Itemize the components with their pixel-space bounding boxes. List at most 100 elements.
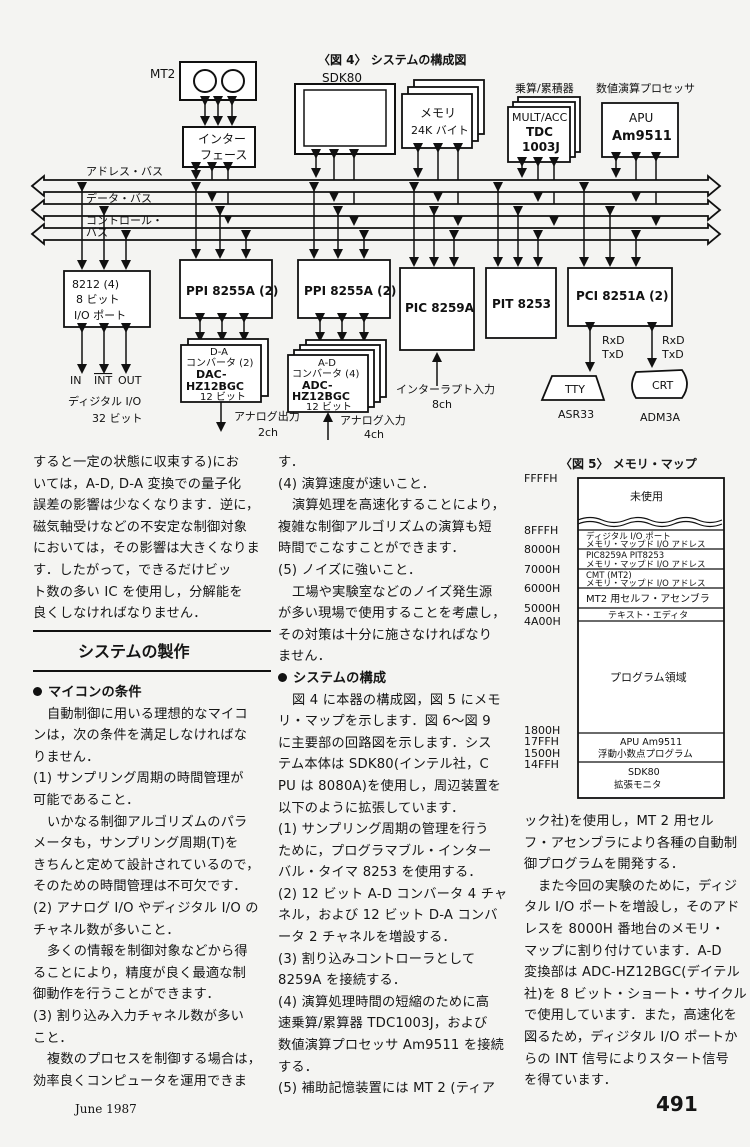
apu-box <box>601 102 679 158</box>
interface-box <box>182 126 256 168</box>
data-bus <box>30 198 722 222</box>
svg-text:APU: APU <box>629 111 653 125</box>
footer-date: June 1987 <box>75 1102 137 1116</box>
svg-text:アナログ入力: アナログ入力 <box>340 413 406 427</box>
adc-box <box>287 354 369 413</box>
dac-box <box>180 344 262 403</box>
page-number: 491 <box>656 1092 698 1116</box>
column-1: すると一定の状態に収束する)にお いては，A-D, D-A 変換での量子化 誤差… <box>33 455 260 622</box>
svg-text:4A00H: 4A00H <box>524 615 561 628</box>
fig5-caption: 〈図 5〉 メモリ・マップ <box>560 457 697 471</box>
svg-text:ADC-: ADC- <box>302 379 333 392</box>
digital-io-label: ディジタル I/O <box>68 394 141 408</box>
svg-text:24K バイト: 24K バイト <box>411 124 469 137</box>
section-heading: システムの製作 <box>78 642 190 661</box>
svg-text:PIT 8253: PIT 8253 <box>492 297 551 311</box>
svg-text:INT: INT <box>94 374 112 387</box>
system-diagram: 〈図 4〉 システムの構成図 MT2 インター フェース SDK80 メモリ 2… <box>30 52 722 441</box>
svg-text:I/O ポート: I/O ポート <box>74 309 126 322</box>
svg-text:テキスト・エディタ: テキスト・エディタ <box>608 609 688 621</box>
svg-text:APU Am9511: APU Am9511 <box>620 737 682 748</box>
control-bus <box>30 222 722 246</box>
svg-text:PIC8259A PIT8253: PIC8259A PIT8253 <box>586 551 664 561</box>
svg-text:アナログ出力: アナログ出力 <box>234 409 300 423</box>
svg-text:32 ビット: 32 ビット <box>92 412 143 425</box>
sdk80-label: SDK80 <box>322 71 362 85</box>
svg-text:インター: インター <box>198 132 246 146</box>
svg-text:Am9511: Am9511 <box>612 129 672 144</box>
svg-text:DAC-: DAC- <box>196 368 227 381</box>
svg-text:1003J: 1003J <box>522 140 560 154</box>
crt-terminal <box>631 369 688 399</box>
subsection-mcu-conditions: マイコンの条件 <box>48 685 142 700</box>
subsection-system-config: システムの構成 <box>293 670 387 686</box>
svg-text:TxD: TxD <box>601 348 624 361</box>
svg-text:ディジタル I/O ポート: ディジタル I/O ポート <box>586 531 671 542</box>
svg-text:1500H: 1500H <box>524 747 560 760</box>
svg-text:メモリ: メモリ <box>420 106 456 120</box>
column-1-body: マイコンの条件 自動制御に用いる理想的なマイコ ンは，次の条件を満足しなければな… <box>33 685 262 1089</box>
svg-text:PIC 8259A: PIC 8259A <box>405 301 475 315</box>
svg-text:1800H: 1800H <box>524 724 560 737</box>
svg-text:14FFH: 14FFH <box>524 758 559 771</box>
svg-text:FFFFH: FFFFH <box>524 472 558 485</box>
svg-text:IN: IN <box>70 374 81 387</box>
svg-text:MT2 用セルフ・アセンブラ: MT2 用セルフ・アセンブラ <box>586 592 710 605</box>
svg-text:CMT (MT2): CMT (MT2) <box>586 571 632 581</box>
section-rule-top <box>33 630 271 632</box>
svg-text:8ch: 8ch <box>432 398 452 411</box>
svg-text:TDC: TDC <box>526 125 553 139</box>
svg-text:ADM3A: ADM3A <box>640 411 680 424</box>
svg-text:MULT/ACC: MULT/ACC <box>512 111 568 124</box>
svg-text:12 ビット: 12 ビット <box>306 401 352 413</box>
column-2: す． (4) 演算速度が速いこと． 演算処理を高速化することにより， 複雑な制御… <box>278 455 508 1097</box>
memory-box <box>401 93 473 149</box>
svg-text:2ch: 2ch <box>258 426 278 439</box>
pci-8251a-box <box>567 267 673 327</box>
svg-text:TxD: TxD <box>661 348 684 361</box>
address-bus <box>30 174 722 198</box>
svg-text:データ・バス: データ・バス <box>86 191 152 205</box>
mult-box <box>507 106 571 163</box>
svg-text:4ch: 4ch <box>364 428 384 441</box>
svg-text:ASR33: ASR33 <box>558 408 594 421</box>
svg-text:5000H: 5000H <box>524 602 560 615</box>
svg-text:メモリ・マップド I/O アドレス: メモリ・マップド I/O アドレス <box>586 540 705 550</box>
svg-text:拡張モニタ: 拡張モニタ <box>614 779 662 791</box>
svg-text:OUT: OUT <box>118 374 142 387</box>
svg-text:8000H: 8000H <box>524 543 560 556</box>
mult-header: 乗算/累積器 <box>515 81 574 95</box>
sdk80-monitor <box>294 83 396 155</box>
svg-text:8212 (4): 8212 (4) <box>72 278 119 291</box>
svg-text:フェース: フェース <box>200 148 247 162</box>
svg-text:D-A: D-A <box>210 347 228 358</box>
column-3: ック社)を使用し，MT 2 用セル フ・アセンブラにより各種の自動制 御プログラ… <box>524 814 747 1089</box>
fig4-caption: 〈図 4〉 システムの構成図 <box>318 52 466 67</box>
svg-text:PPI 8255A (2): PPI 8255A (2) <box>186 284 278 298</box>
svg-text:6000H: 6000H <box>524 582 560 595</box>
svg-text:浮動小数点プログラム: 浮動小数点プログラム <box>598 748 693 760</box>
svg-text:CRT: CRT <box>652 379 674 392</box>
svg-text:PCI 8251A (2): PCI 8251A (2) <box>576 289 668 303</box>
svg-text:TTY: TTY <box>564 383 585 396</box>
svg-text:PPI 8255A (2): PPI 8255A (2) <box>304 284 396 298</box>
svg-text:インターラプト入力: インターラプト入力 <box>396 383 495 396</box>
svg-text:アドレス・バス: アドレス・バス <box>86 165 163 178</box>
svg-text:12 ビット: 12 ビット <box>200 391 246 403</box>
svg-text:RxD: RxD <box>662 334 685 347</box>
svg-text:メモリ・マップド I/O アドレス: メモリ・マップド I/O アドレス <box>586 560 705 570</box>
svg-text:メモリ・マップド I/O アドレス: メモリ・マップド I/O アドレス <box>586 579 705 589</box>
mt2-label: MT2 <box>150 67 175 81</box>
svg-text:17FFH: 17FFH <box>524 735 559 748</box>
apu-header: 数値演算プロセッサ <box>596 81 695 95</box>
pit-8253-box <box>485 267 557 339</box>
svg-text:HZ12BGC: HZ12BGC <box>186 380 244 393</box>
svg-text:プログラム領域: プログラム領域 <box>610 670 687 684</box>
svg-text:8 ビット: 8 ビット <box>76 293 120 306</box>
svg-text:未使用: 未使用 <box>630 490 663 503</box>
svg-text:RxD: RxD <box>602 334 625 347</box>
svg-text:コンバータ (2): コンバータ (2) <box>186 357 253 369</box>
pic-8259a-box <box>399 267 475 351</box>
svg-text:7000H: 7000H <box>524 563 560 576</box>
svg-text:HZ12BGC: HZ12BGC <box>292 390 350 403</box>
